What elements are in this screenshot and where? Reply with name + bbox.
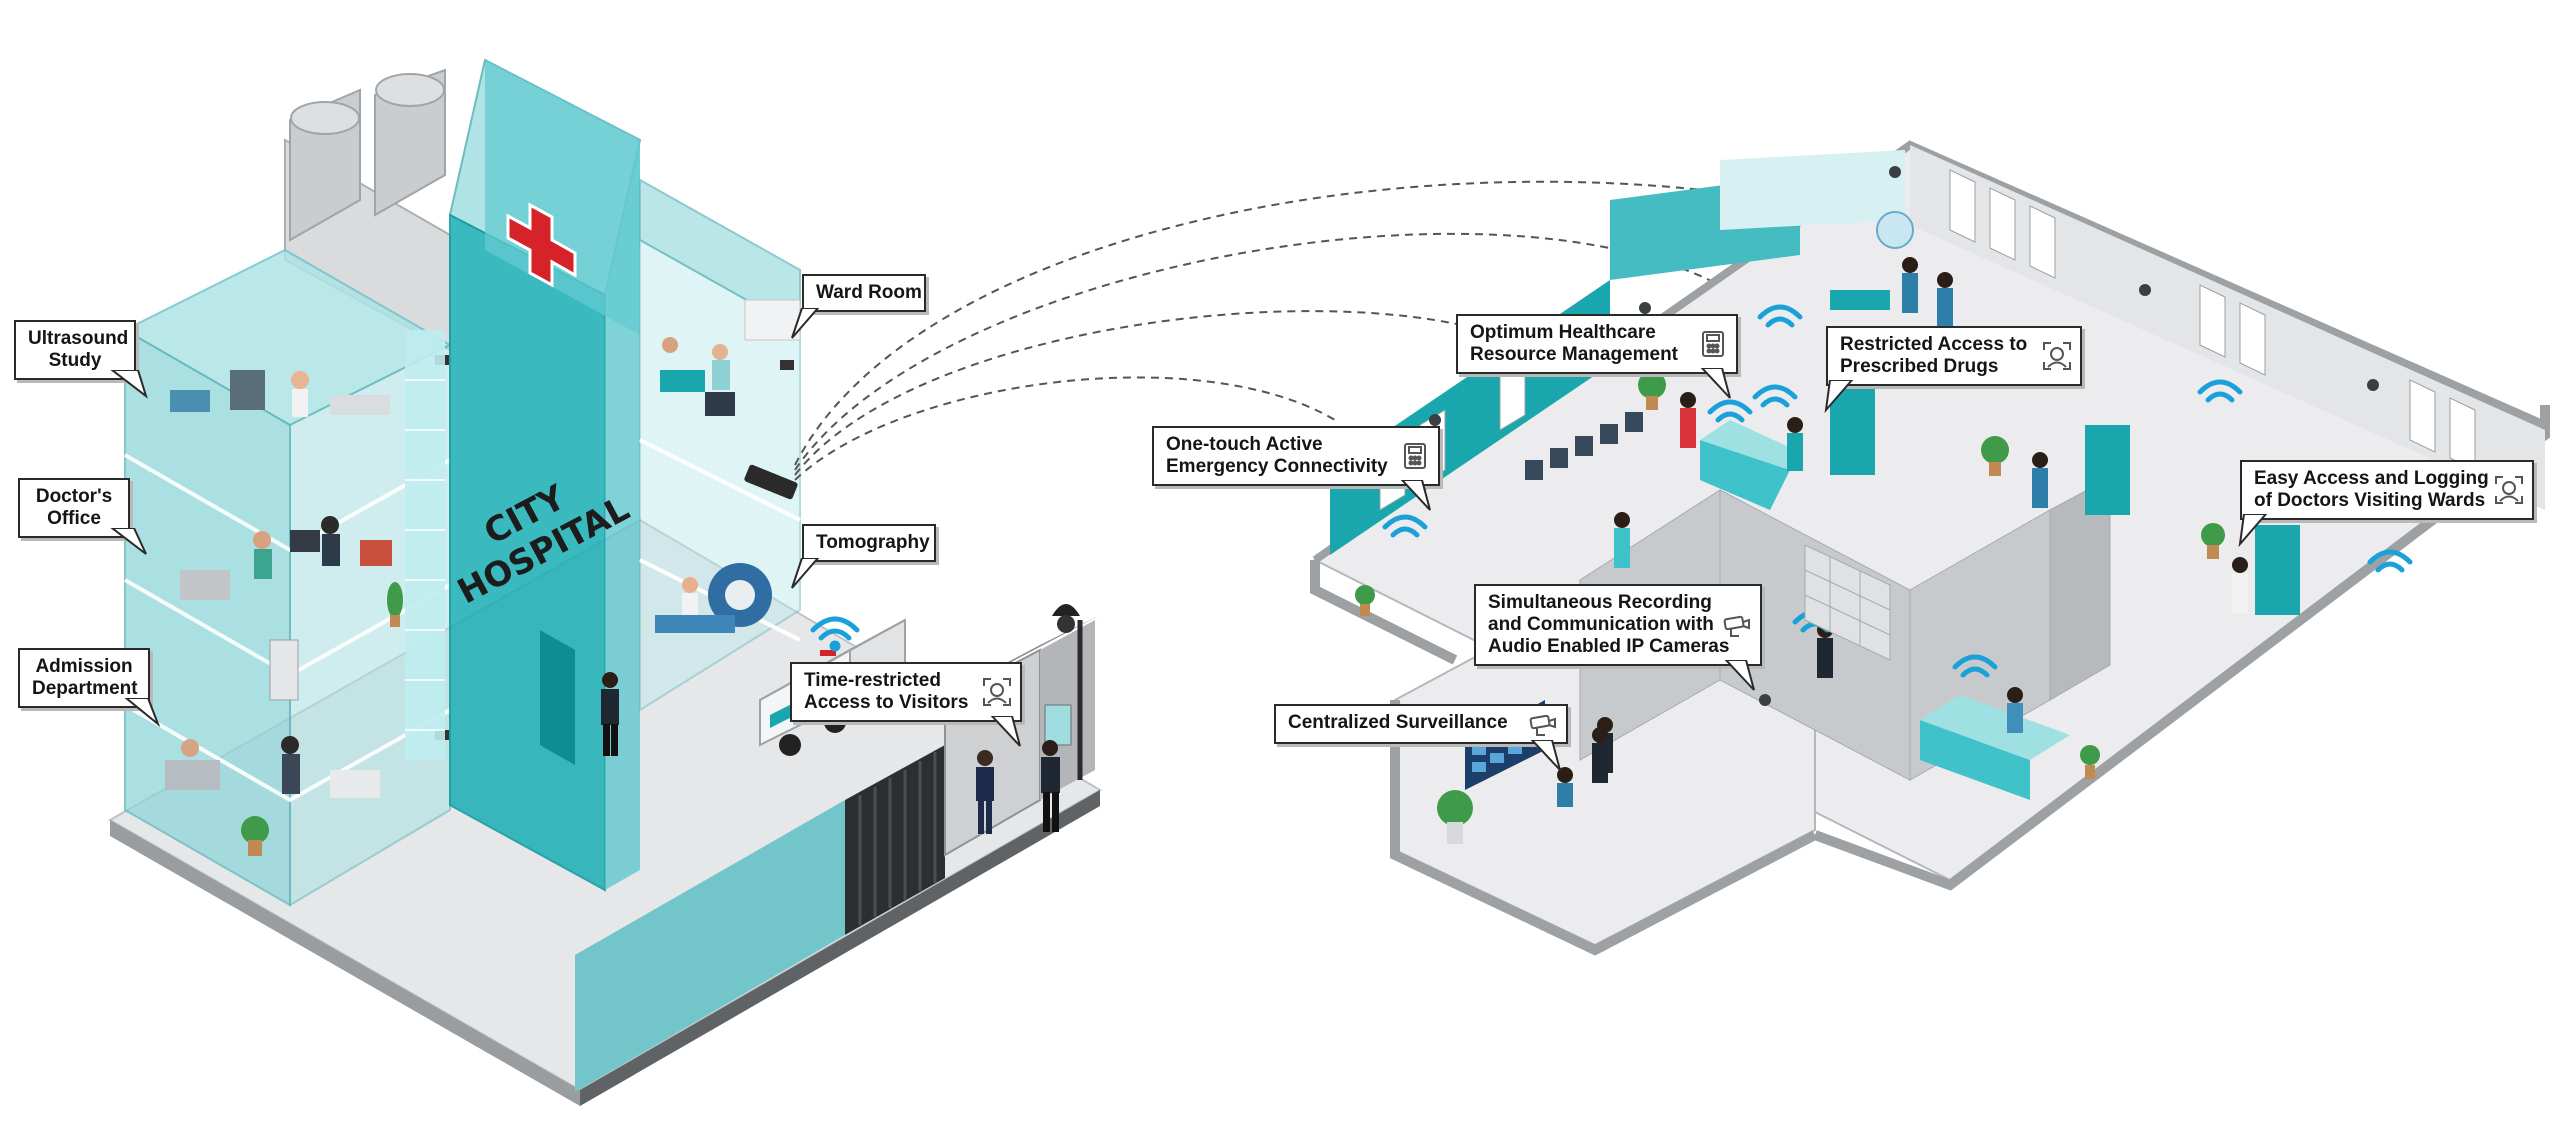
label-ward-room-text: Ward Room — [816, 282, 922, 303]
label-doctors-office-line2: Office — [47, 508, 101, 529]
teal-wall-op-room — [1720, 150, 1905, 230]
ip-camera-icon — [1529, 714, 1556, 736]
ward-room-contents — [660, 299, 801, 416]
floor-plan — [1310, 140, 2550, 956]
ip-camera-icon — [1723, 615, 1750, 637]
label-ultrasound-line2: Study — [48, 350, 102, 371]
connector-wards — [794, 180, 2211, 466]
label-restricted-drugs-line2: Prescribed Drugs — [1840, 356, 1999, 377]
label-simultaneous-recording: Simultaneous Recording and Communication… — [1474, 584, 1762, 666]
face-recognition-icon — [2495, 476, 2523, 504]
label-centralized-surveillance: Centralized Surveillance — [1274, 704, 1568, 744]
face-recognition-icon — [2043, 342, 2071, 370]
doctors-office-contents — [180, 516, 392, 600]
label-one-touch-line2: Emergency Connectivity — [1166, 456, 1388, 477]
medicine-lockers — [1804, 544, 1891, 661]
teal-front-wall — [575, 800, 845, 1092]
label-tomography-text: Tomography — [816, 532, 930, 553]
label-admission-line1: Admission — [35, 656, 133, 677]
teal-doors — [1830, 385, 2300, 615]
red-cross-icon — [506, 202, 577, 288]
label-one-touch-emergency: One-touch Active Emergency Connectivity — [1152, 426, 1440, 486]
city-hospital-building: CITY HOSPITAL — [107, 58, 1102, 1106]
ground-slab-edge — [110, 820, 580, 1106]
tail-easy-access — [2238, 514, 2268, 548]
left-wing-front-glass — [124, 328, 291, 907]
operating-room-contents — [1830, 211, 1953, 328]
label-restricted-drugs-line1: Restricted Access to — [1840, 334, 2028, 355]
wall-camera-icon — [780, 360, 794, 370]
connector-drugs — [794, 232, 1791, 471]
face-recognition-icon — [983, 678, 1011, 706]
tail-tomography — [791, 558, 820, 589]
ground-slab-edge-right — [580, 790, 1100, 1106]
security-guard — [976, 750, 994, 834]
connector-emergency — [794, 376, 1336, 481]
tower-entrance-door — [540, 630, 575, 765]
ceiling-camera-icons — [1429, 166, 2379, 706]
label-admission-line2: Department — [32, 678, 138, 699]
tail-ultrasound — [110, 370, 148, 399]
plant-decor — [387, 582, 403, 627]
teal-wall-right — [1910, 145, 2545, 510]
tail-simultaneous — [1724, 660, 1755, 691]
label-time-restricted-access: Time-restricted Access to Visitors — [790, 662, 1022, 722]
label-simultaneous-line2: and Communication with — [1488, 614, 1714, 635]
label-easy-access-line2: of Doctors Visiting Wards — [2254, 490, 2486, 511]
reception-desk-main — [1700, 420, 1800, 510]
tail-centralized — [1530, 740, 1561, 771]
person-at-entrance — [601, 672, 619, 756]
tomography-contents — [655, 563, 772, 633]
intercom-phone-icon — [1702, 331, 1724, 357]
gate-bars — [858, 752, 937, 925]
label-tomography: Tomography — [802, 524, 936, 562]
label-easy-access-logging: Easy Access and Logging of Doctors Visit… — [2240, 460, 2534, 520]
label-easy-access-line1: Easy Access and Logging — [2254, 468, 2489, 489]
waiting-chairs — [1525, 412, 1643, 480]
tail-doctors-office — [110, 528, 147, 555]
label-time-restricted-line1: Time-restricted — [804, 670, 941, 691]
label-optimum-line1: Optimum Healthcare — [1470, 322, 1656, 343]
label-ward-room: Ward Room — [802, 274, 926, 312]
label-optimum-healthcare: Optimum Healthcare Resource Management — [1456, 314, 1738, 374]
tail-restricted-drugs — [1824, 380, 1854, 414]
access-reader-device — [744, 464, 798, 500]
wifi-signal-icon — [810, 616, 860, 652]
connection-lines — [794, 180, 2211, 481]
label-optimum-line2: Resource Management — [1470, 344, 1679, 365]
tail-admission — [124, 698, 161, 728]
ultrasound-room-contents — [170, 370, 390, 417]
tail-time-restricted — [990, 716, 1021, 747]
label-time-restricted-line2: Access to Visitors — [804, 692, 969, 713]
outer-wall-left — [1310, 560, 1458, 665]
label-simultaneous-line3: Audio Enabled IP Cameras — [1488, 636, 1730, 657]
visitor-person — [1041, 740, 1060, 832]
label-simultaneous-line1: Simultaneous Recording — [1488, 592, 1712, 613]
intercom-phone-icon — [1404, 443, 1426, 469]
tail-one-touch — [1400, 480, 1431, 511]
tower-window-strip — [405, 330, 445, 760]
tail-optimum — [1700, 368, 1731, 399]
admission-department-contents — [165, 639, 380, 856]
cctv-dome — [1052, 604, 1080, 616]
outer-wall-right — [1813, 405, 2550, 891]
label-ultrasound-line1: Ultrasound — [28, 328, 129, 349]
label-doctors-office-line1: Doctor's — [35, 486, 113, 507]
label-one-touch-line1: One-touch Active — [1166, 434, 1323, 455]
outer-wall-annex — [1390, 700, 1818, 956]
plants — [1355, 371, 2225, 844]
label-restricted-drugs: Restricted Access to Prescribed Drugs — [1826, 326, 2082, 386]
label-centralized-text: Centralized Surveillance — [1288, 712, 1508, 733]
reception-desk-right — [1920, 695, 2070, 800]
tail-ward-room — [791, 308, 820, 339]
tower-front-panel — [485, 60, 640, 335]
booth-window — [1044, 704, 1072, 746]
